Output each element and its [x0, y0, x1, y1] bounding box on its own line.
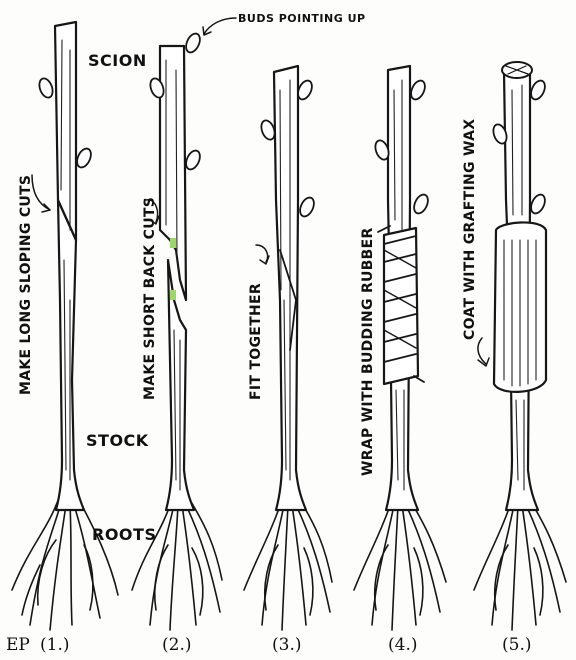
- step-1-number: (1.): [40, 635, 69, 655]
- arrow-icon: [256, 245, 268, 262]
- tree-5-roots: [474, 500, 566, 630]
- bud: [297, 195, 316, 218]
- step-2-number: (2.): [162, 635, 191, 655]
- step-4-number: (4.): [388, 635, 417, 655]
- tree-1-roots: [12, 495, 118, 630]
- tree-2-scion: [160, 46, 186, 300]
- buds-label: BUDS POINTING UP: [238, 12, 366, 25]
- bud: [37, 77, 55, 100]
- tree-5: [474, 62, 566, 630]
- scion-label: SCION: [88, 51, 147, 70]
- step-5-number: (5.): [502, 635, 531, 655]
- stock-label: STOCK: [86, 431, 149, 450]
- budding-rubber-wrap: [378, 226, 424, 384]
- bud: [183, 31, 202, 54]
- step-4-instruction: WRAP WITH BUDDING RUBBER: [360, 227, 376, 476]
- bud: [74, 146, 93, 169]
- step-3-instruction: FIT TOGETHER: [248, 283, 264, 400]
- step-1-instruction: MAKE LONG SLOPING CUTS: [18, 175, 34, 395]
- tree-4-roots: [354, 500, 446, 630]
- step-5-instruction: COAT WITH GRAFTING WAX: [462, 119, 478, 340]
- cambium-mark: [170, 238, 176, 248]
- initials-label: EP: [6, 635, 30, 655]
- bud: [528, 78, 547, 101]
- arrow-icon: [204, 18, 236, 34]
- step-3-number: (3.): [272, 635, 301, 655]
- tree-2-roots: [132, 500, 222, 630]
- tree-3-roots: [244, 500, 332, 630]
- bud: [183, 148, 202, 171]
- bud: [411, 192, 430, 215]
- roots-label: ROOTS: [92, 525, 156, 544]
- step-2-instruction: MAKE SHORT BACK CUTS: [142, 197, 158, 400]
- bud: [528, 192, 547, 215]
- bud: [408, 78, 427, 101]
- cambium-mark: [170, 290, 176, 300]
- arrow-icon: [32, 175, 50, 210]
